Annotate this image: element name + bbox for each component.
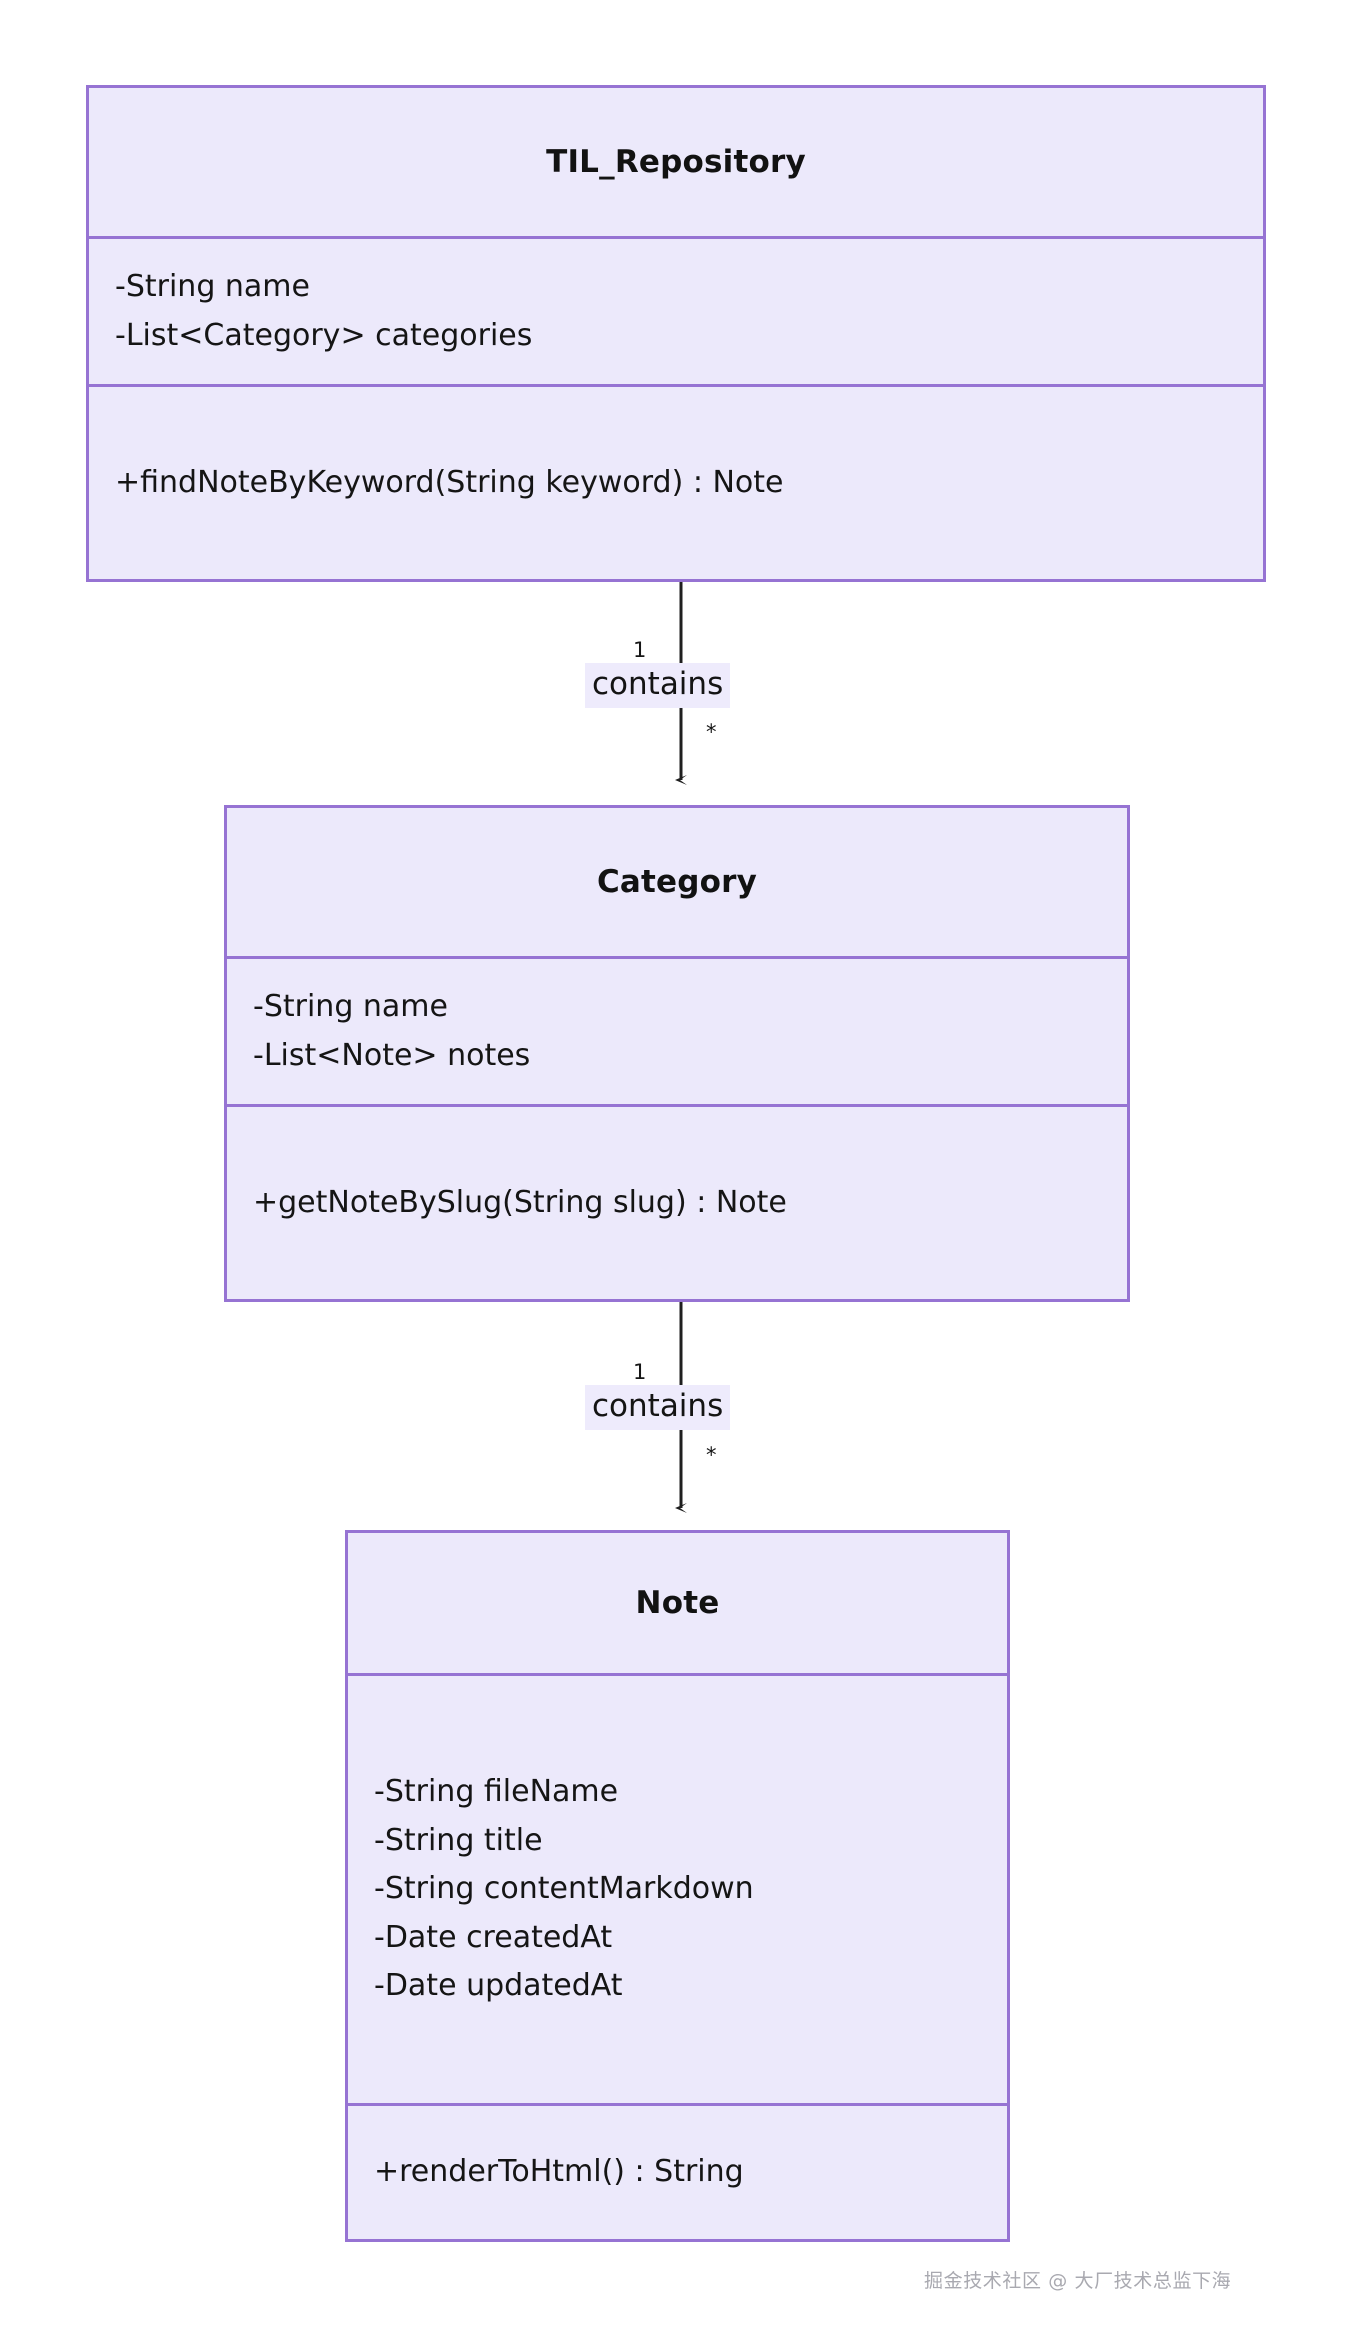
attribute-row: -Date createdAt — [374, 1919, 613, 1955]
class-name-til-repository: TIL_Repository — [546, 144, 806, 180]
method-row: +renderToHtml() : String — [374, 2154, 744, 2190]
class-name-note: Note — [635, 1585, 720, 1621]
attribute-row: -String name — [115, 268, 310, 304]
class-box-til-repository[interactable]: TIL_Repository -String name -List<Catego… — [86, 85, 1266, 582]
method-row: +getNoteBySlug(String slug) : Note — [253, 1184, 787, 1220]
class-methods-section-note: +renderToHtml() : String — [348, 2103, 1007, 2239]
multiplicity-target-1: * — [706, 720, 717, 744]
class-title-section-category: Category — [227, 808, 1127, 956]
attribute-row: -List<Category> categories — [115, 317, 533, 353]
multiplicity-target-2: * — [706, 1443, 717, 1467]
class-methods-section-category: +getNoteBySlug(String slug) : Note — [227, 1104, 1127, 1299]
class-name-category: Category — [596, 864, 758, 900]
method-row: +findNoteByKeyword(String keyword) : Not… — [115, 464, 784, 500]
class-attributes-section-til-repository: -String name -List<Category> categories — [89, 236, 1263, 384]
attribute-row: -String name — [253, 988, 448, 1024]
class-attributes-section-category: -String name -List<Note> notes — [227, 956, 1127, 1104]
class-box-category[interactable]: Category -String name -List<Note> notes … — [224, 805, 1130, 1302]
class-title-section-note: Note — [348, 1533, 1007, 1673]
class-title-section-til-repository: TIL_Repository — [89, 88, 1263, 236]
class-box-note[interactable]: Note -String fileName -String title -Str… — [345, 1530, 1010, 2242]
relationship-label-contains-2: contains — [585, 1385, 731, 1430]
relationship-label-contains-1: contains — [585, 663, 731, 708]
class-attributes-section-note: -String fileName -String title -String c… — [348, 1673, 1007, 2103]
multiplicity-source-1: 1 — [633, 638, 647, 662]
attribute-row: -List<Note> notes — [253, 1037, 531, 1073]
multiplicity-source-2: 1 — [633, 1360, 647, 1384]
class-methods-section-til-repository: +findNoteByKeyword(String keyword) : Not… — [89, 384, 1263, 579]
attribute-row: -String title — [374, 1822, 543, 1858]
watermark-text: 掘金技术社区 @ 大厂技术总监下海 — [924, 2270, 1232, 2292]
attribute-row: -String contentMarkdown — [374, 1871, 754, 1907]
attribute-row: -String fileName — [374, 1774, 619, 1810]
attribute-row: -Date updatedAt — [374, 1968, 623, 2004]
